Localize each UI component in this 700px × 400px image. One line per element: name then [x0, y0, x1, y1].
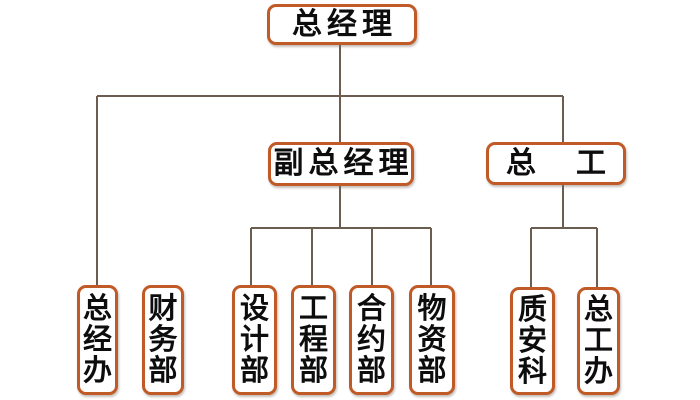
- org-node-materials-dept: 物资部: [409, 285, 455, 395]
- org-node-label: 质安科: [517, 293, 547, 388]
- org-node-label: 工程部: [298, 292, 328, 387]
- org-node-label: 总 工: [506, 146, 611, 180]
- org-node-chief-engineer: 总 工: [486, 142, 626, 185]
- org-node-general-manager-office: 总经办: [77, 285, 118, 395]
- org-node-contract-dept: 合约部: [349, 285, 394, 395]
- org-node-label: 物资部: [417, 292, 447, 387]
- org-node-label: 副总经理: [273, 147, 414, 180]
- org-node-label: 总经办: [82, 292, 112, 387]
- org-node-label: 设计部: [239, 292, 269, 387]
- connector-path: [96, 45, 598, 287]
- org-node-chief-engineer-office: 总工办: [577, 287, 620, 395]
- org-node-deputy-general-manager: 副总经理: [268, 142, 414, 186]
- org-node-label: 财务部: [148, 292, 178, 387]
- org-node-finance-dept: 财务部: [142, 285, 184, 395]
- org-node-general-manager: 总经理: [267, 4, 417, 45]
- org-node-engineering-dept: 工程部: [291, 285, 336, 395]
- org-node-design-dept: 设计部: [232, 285, 277, 395]
- org-node-quality-safety-section: 质安科: [510, 287, 555, 395]
- org-node-label: 总经理: [292, 7, 397, 41]
- org-node-label: 总工办: [583, 293, 613, 388]
- org-node-label: 合约部: [356, 292, 386, 387]
